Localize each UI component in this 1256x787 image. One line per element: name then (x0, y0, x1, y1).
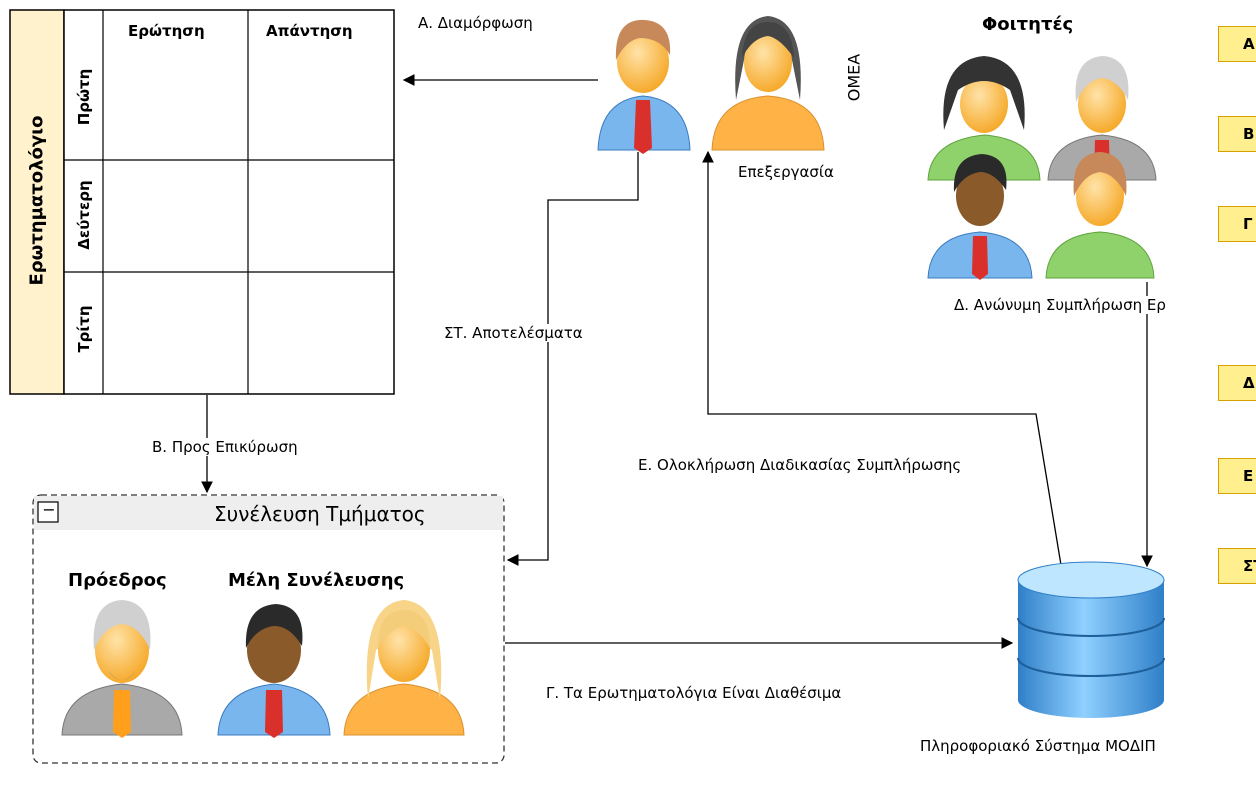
student-green-avatar (1045, 152, 1155, 279)
side-step-box-c: Γ (1218, 206, 1256, 242)
student-man-avatar (927, 154, 1033, 280)
omea-processing-label: Επεξεργασία (738, 163, 834, 181)
chair-label: Πρόεδρος (68, 570, 167, 591)
row-label-third: Τρίτη (75, 305, 93, 353)
chair-avatar (61, 600, 183, 738)
collapse-toggle[interactable]: − (42, 500, 56, 519)
row-label-second: Δεύτερη (75, 180, 93, 250)
step-b-label: Β. Προς Επικύρωση (152, 438, 298, 456)
questionnaire-title: Ερωτηματολόγιο (26, 115, 48, 286)
members-label: Μέλη Συνέλευσης (228, 570, 405, 591)
omea-label: ΟΜΕΑ (844, 53, 864, 102)
omea-woman-avatar (711, 16, 825, 151)
database-label: Πληροφοριακό Σύστημα ΜΟΔΙΠ (920, 737, 1156, 755)
step-e-label: Ε. Ολοκλήρωση Διαδικασίας Συμπλήρωσης (638, 456, 962, 474)
side-step-box-b: Β (1218, 116, 1256, 152)
side-step-box-e: Ε (1218, 458, 1256, 494)
member-man-avatar (217, 604, 331, 738)
step-c-label: Γ. Τα Ερωτηματολόγια Είναι Διαθέσιμα (546, 684, 842, 702)
row-label-first: Πρώτη (75, 68, 93, 126)
side-step-box-d: Δ (1218, 365, 1256, 401)
step-d-label: Δ. Ανώνυμη Συμπλήρωση Ερ (954, 296, 1166, 314)
omea-man-avatar (597, 19, 691, 154)
side-step-box-st: ΣΤ (1218, 548, 1256, 584)
questionnaire-table (9, 9, 395, 395)
member-woman-avatar (343, 600, 465, 736)
column-header-question: Ερώτηση (128, 22, 205, 40)
students-title: Φοιτητές (982, 14, 1074, 35)
database-cylinder (1017, 561, 1165, 718)
step-st-label: ΣΤ. Αποτελέσματα (444, 324, 583, 342)
assembly-title: Συνέλευση Τμήματος (214, 502, 426, 526)
step-a-label: Α. Διαμόρφωση (418, 14, 533, 32)
column-header-answer: Απάντηση (266, 22, 353, 40)
side-step-box-a: Α (1218, 26, 1256, 62)
